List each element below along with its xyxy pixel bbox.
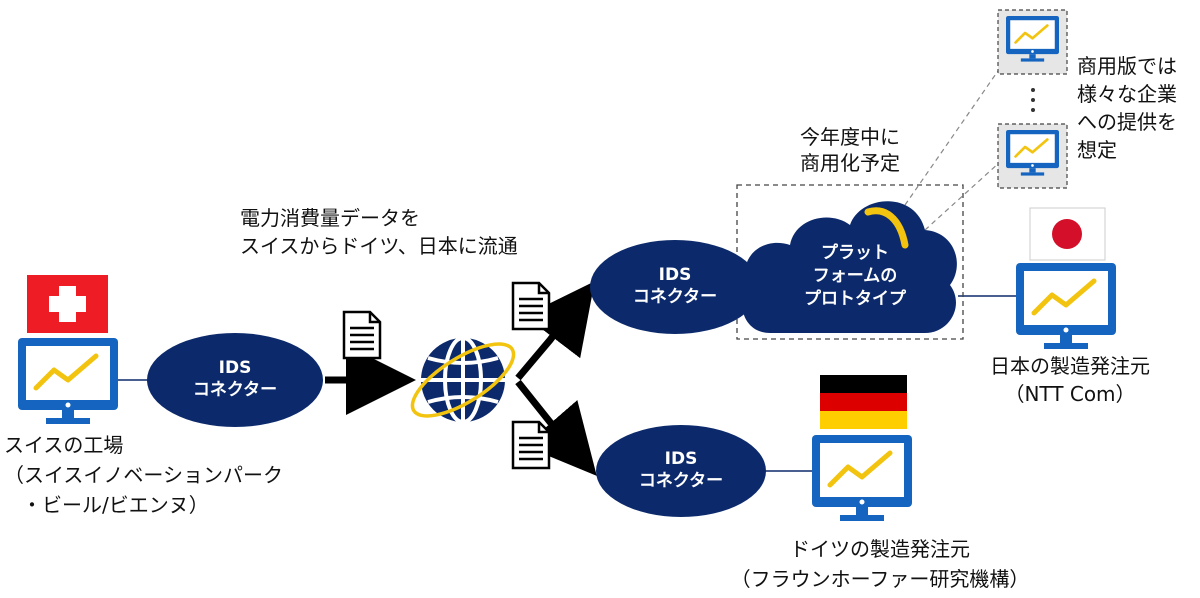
leader-line-bottom bbox=[924, 161, 1001, 231]
platform-line-1: プラット bbox=[821, 243, 889, 263]
germany-flag-icon bbox=[820, 375, 907, 429]
platform-line-2: フォームの bbox=[812, 266, 898, 286]
connector-line: コネクター bbox=[632, 287, 718, 307]
commercial-plan-label: 今年度中に 商用化予定 bbox=[760, 124, 940, 176]
ids-line: IDS bbox=[664, 449, 698, 469]
ids-connector-swiss bbox=[147, 333, 323, 427]
ids-connector-japan-label: IDS コネクター bbox=[590, 264, 760, 308]
japan-label: 日本の製造発注元 （NTT Com） bbox=[960, 352, 1180, 408]
internet-globe-icon bbox=[410, 336, 516, 424]
japan-monitor-icon bbox=[1016, 263, 1116, 349]
commercial-plan-line-1: 今年度中に bbox=[800, 125, 900, 149]
ellipsis-dot bbox=[1031, 98, 1035, 102]
platform-dashed-box bbox=[736, 184, 964, 340]
leader-line-top bbox=[904, 67, 1001, 206]
ids-connector-germany bbox=[596, 425, 766, 517]
platform-label: プラット フォームの プロトタイプ bbox=[765, 242, 945, 311]
connector-line: コネクター bbox=[192, 380, 278, 400]
commercial-note-line-3: への提供を bbox=[1077, 110, 1177, 134]
commercial-note-line-4: 想定 bbox=[1077, 138, 1117, 162]
swiss-factory-label: スイスの工場 （スイスイノベーションパーク ・ビール/ビエンヌ） bbox=[4, 430, 283, 520]
document-icon bbox=[342, 310, 382, 360]
germany-label: ドイツの製造発注元 （フラウンホーファー研究機構） bbox=[680, 534, 1080, 594]
flow-arrow-to-japan bbox=[515, 281, 595, 381]
swiss-factory-monitor-icon bbox=[18, 338, 118, 424]
connector-line: コネクター bbox=[638, 471, 724, 491]
flow-caption-line-1: 電力消費量データを bbox=[240, 206, 420, 230]
ids-connector-germany-label: IDS コネクター bbox=[596, 448, 766, 492]
germany-title: ドイツの製造発注元 bbox=[790, 537, 970, 561]
japan-flag-icon bbox=[1029, 207, 1106, 261]
document-icon bbox=[511, 281, 551, 331]
commercial-plan-line-2: 商用化予定 bbox=[800, 151, 900, 175]
swiss-factory-title: スイスの工場 bbox=[4, 433, 124, 457]
platform-cloud-icon bbox=[742, 201, 957, 333]
flow-arrow-to-germany bbox=[515, 379, 597, 476]
ids-connector-japan bbox=[590, 240, 760, 334]
swiss-factory-detail-2: ・ビール/ビエンヌ） bbox=[22, 493, 209, 517]
germany-detail: （フラウンホーファー研究機構） bbox=[730, 567, 1030, 591]
commercial-note-line-1: 商用版では bbox=[1077, 54, 1177, 78]
commercial-note-line-2: 様々な企業 bbox=[1077, 82, 1177, 106]
ids-line: IDS bbox=[218, 358, 252, 378]
flow-caption-line-2: スイスからドイツ、日本に流通 bbox=[240, 234, 518, 258]
germany-monitor-icon bbox=[812, 435, 912, 521]
commercial-note: 商用版では 様々な企業 への提供を 想定 bbox=[1077, 52, 1177, 164]
swiss-factory-detail-1: （スイスイノベーションパーク bbox=[4, 463, 283, 487]
flow-caption: 電力消費量データを スイスからドイツ、日本に流通 bbox=[240, 204, 518, 260]
ids-connector-swiss-label: IDS コネクター bbox=[147, 357, 323, 401]
japan-title: 日本の製造発注元 bbox=[990, 354, 1150, 378]
platform-line-3: プロトタイプ bbox=[804, 289, 906, 309]
document-icon bbox=[511, 420, 551, 470]
ids-line: IDS bbox=[658, 265, 692, 285]
ellipsis-dot bbox=[1031, 108, 1035, 112]
swiss-flag-icon bbox=[27, 275, 108, 333]
japan-detail: （NTT Com） bbox=[1004, 382, 1136, 406]
ellipsis-dot bbox=[1031, 88, 1035, 92]
